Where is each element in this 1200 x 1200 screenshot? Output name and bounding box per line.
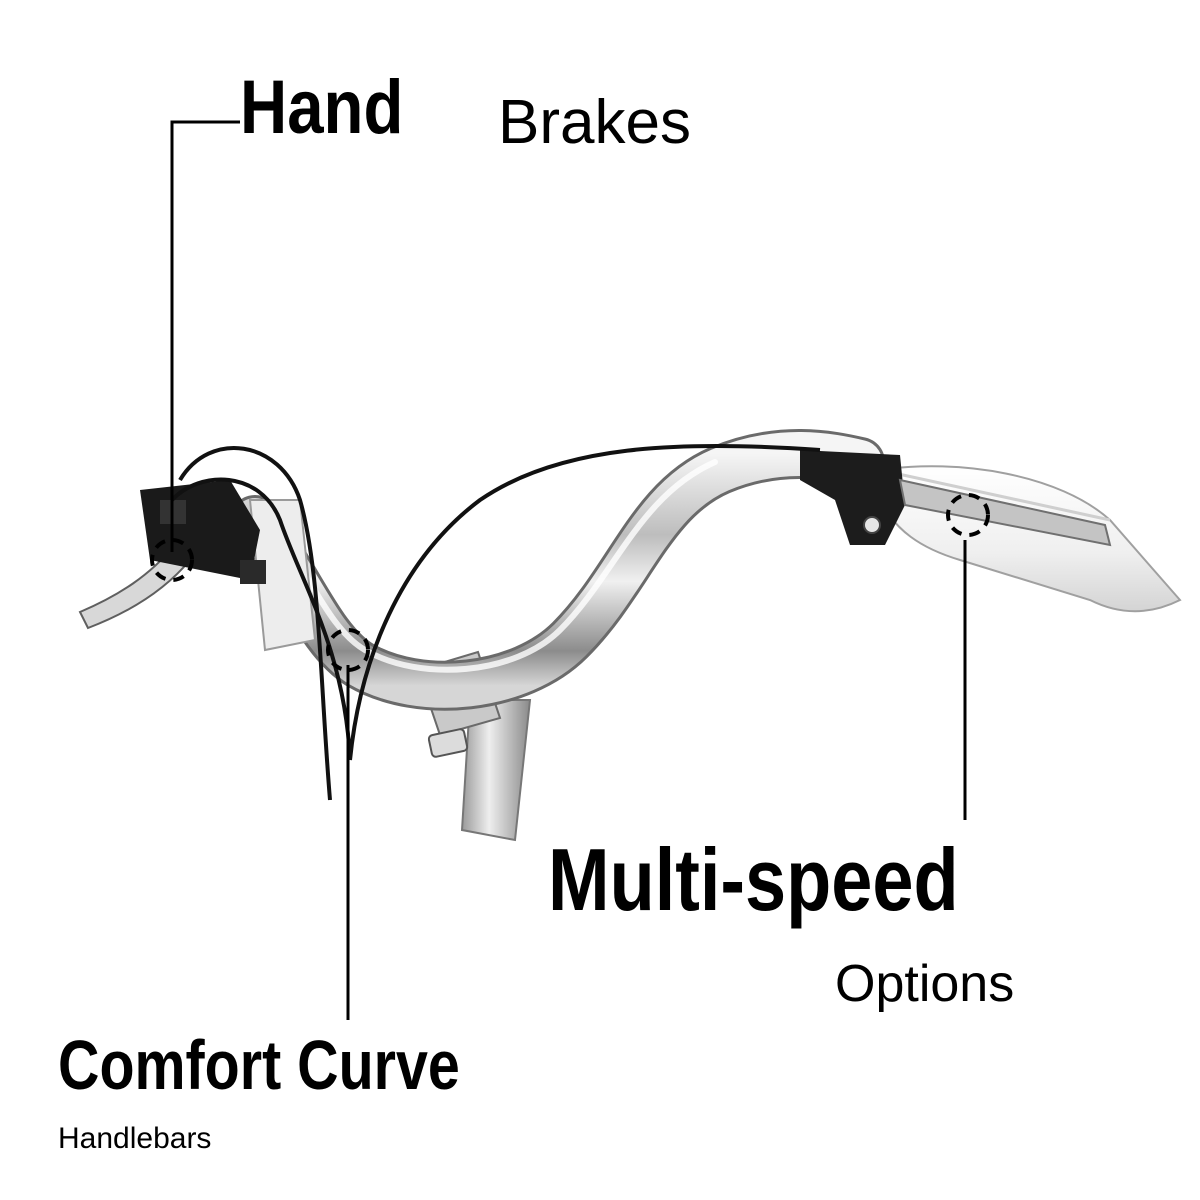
comfort-curve-title-text: Comfort Curve xyxy=(58,1026,460,1104)
multi-speed-title-text: Multi-speed xyxy=(548,830,959,929)
handlebar-tube xyxy=(230,429,885,711)
multi-speed-subtitle: Options xyxy=(835,955,1015,1013)
comfort-curve-subtitle: Handlebars xyxy=(58,1122,212,1155)
leader-hand-brakes xyxy=(170,120,240,552)
hand-brakes-label: Hand Brakes xyxy=(240,65,691,154)
brake-cables xyxy=(170,443,821,801)
multi-speed-title: Multi-speed xyxy=(548,836,1037,924)
hand-brakes-title-light: Brakes xyxy=(498,88,691,157)
callout-markers xyxy=(150,493,990,672)
dashed-circle-marker-icon xyxy=(326,628,370,672)
comfort-curve-title: Comfort Curve xyxy=(58,1030,548,1100)
dashed-circle-marker-icon xyxy=(150,538,194,582)
dashed-circle-marker-icon xyxy=(946,493,990,537)
callout-lines xyxy=(170,120,967,1020)
right-grip-shifter xyxy=(800,450,1182,613)
hand-brakes-title-bold: Hand xyxy=(240,65,404,150)
